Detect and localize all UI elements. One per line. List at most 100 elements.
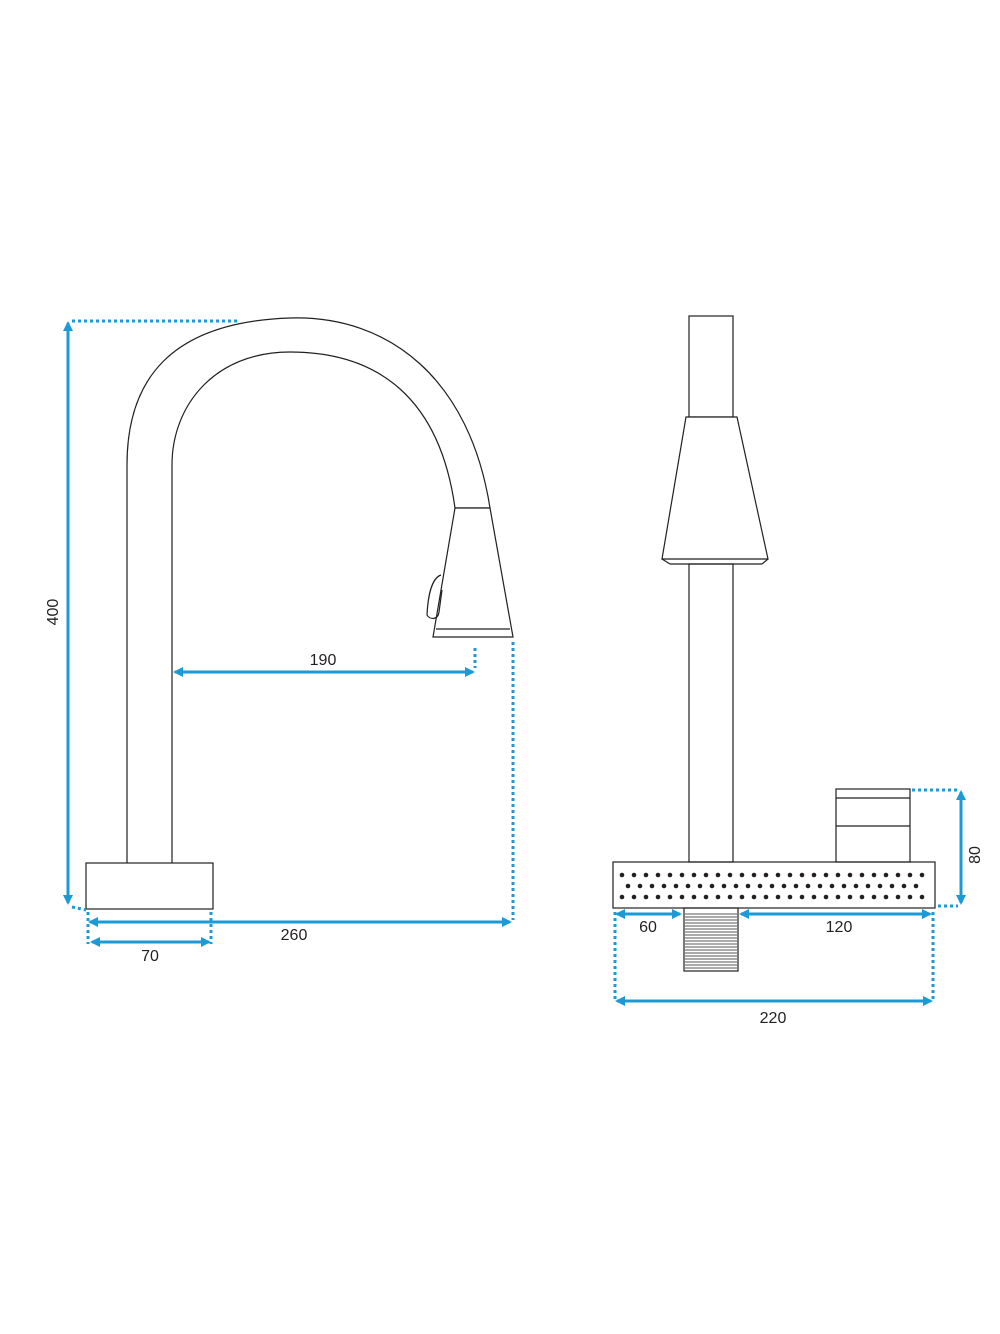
handle-height-label: 80 bbox=[967, 846, 984, 864]
plate-hole bbox=[697, 883, 703, 889]
plate-hole bbox=[667, 872, 673, 878]
plate-hole bbox=[907, 872, 913, 878]
spray-button bbox=[426, 574, 443, 619]
plate-hole bbox=[715, 872, 721, 878]
plate-hole bbox=[919, 872, 925, 878]
plate-hole bbox=[739, 894, 745, 900]
plate-hole bbox=[853, 883, 859, 889]
plate-hole bbox=[871, 894, 877, 900]
plate-hole bbox=[793, 883, 799, 889]
plate-hole bbox=[799, 872, 805, 878]
plate-hole bbox=[751, 872, 757, 878]
plate-hole bbox=[661, 883, 667, 889]
threaded-shank bbox=[683, 907, 739, 972]
plate-hole bbox=[727, 872, 733, 878]
plate-hole bbox=[715, 894, 721, 900]
plate-hole bbox=[823, 872, 829, 878]
plate-hole bbox=[895, 872, 901, 878]
plate-hole bbox=[757, 883, 763, 889]
plate-hole bbox=[883, 872, 889, 878]
plate-hole bbox=[703, 872, 709, 878]
plate-hole bbox=[835, 894, 841, 900]
plate-hole bbox=[805, 883, 811, 889]
plate-hole bbox=[829, 883, 835, 889]
plate-hole bbox=[841, 883, 847, 889]
shank-threads bbox=[685, 913, 737, 969]
gooseneck-spout bbox=[126, 317, 491, 863]
plate-hole bbox=[721, 883, 727, 889]
plate-hole bbox=[811, 872, 817, 878]
plate-hole bbox=[643, 894, 649, 900]
plate-hole bbox=[679, 872, 685, 878]
plate-hole bbox=[739, 872, 745, 878]
plate-hole bbox=[625, 883, 631, 889]
height-extension-bottom bbox=[71, 905, 87, 912]
plate-hole bbox=[847, 894, 853, 900]
plate-hole bbox=[703, 894, 709, 900]
plate-hole bbox=[727, 894, 733, 900]
plate-hole bbox=[655, 872, 661, 878]
cone-spray-head bbox=[661, 416, 769, 560]
plate-hole bbox=[763, 872, 769, 878]
plate-hole bbox=[859, 872, 865, 878]
plate-hole bbox=[871, 872, 877, 878]
plate-hole bbox=[769, 883, 775, 889]
plate-hole bbox=[631, 872, 637, 878]
plate-length-label: 220 bbox=[760, 1010, 787, 1027]
plate-hole bbox=[619, 872, 625, 878]
plate-hole bbox=[811, 894, 817, 900]
plate-hole bbox=[847, 872, 853, 878]
plate-hole bbox=[643, 872, 649, 878]
lower-column bbox=[688, 563, 734, 863]
spray-head bbox=[432, 507, 514, 638]
plate-hole bbox=[817, 883, 823, 889]
plate-hole bbox=[637, 883, 643, 889]
plate-hole bbox=[859, 894, 865, 900]
offset-right-label: 120 bbox=[826, 919, 853, 936]
plate-hole bbox=[787, 872, 793, 878]
plate-hole bbox=[907, 894, 913, 900]
reach-label: 190 bbox=[310, 652, 337, 669]
plate-hole bbox=[889, 883, 895, 889]
plate-hole bbox=[883, 894, 889, 900]
perforated-base-plate bbox=[612, 861, 936, 909]
plate-hole bbox=[733, 883, 739, 889]
plate-hole bbox=[751, 894, 757, 900]
plate-hole bbox=[799, 894, 805, 900]
height-label: 400 bbox=[45, 599, 62, 626]
plate-hole bbox=[823, 894, 829, 900]
plate-hole bbox=[913, 883, 919, 889]
cone-ring-left bbox=[661, 558, 671, 565]
cone-ring-right bbox=[761, 558, 769, 565]
plate-hole bbox=[679, 894, 685, 900]
plate-hole bbox=[781, 883, 787, 889]
plate-hole bbox=[901, 883, 907, 889]
plate-hole bbox=[865, 883, 871, 889]
plate-hole bbox=[709, 883, 715, 889]
front-view: 80 60 120 220 bbox=[612, 315, 984, 1027]
plate-hole bbox=[619, 894, 625, 900]
plate-hole bbox=[919, 894, 925, 900]
plate-hole bbox=[877, 883, 883, 889]
plate-hole bbox=[775, 894, 781, 900]
plate-hole bbox=[631, 894, 637, 900]
plate-hole bbox=[673, 883, 679, 889]
plate-hole bbox=[745, 883, 751, 889]
side-base-block bbox=[85, 862, 214, 910]
plate-hole bbox=[787, 894, 793, 900]
plate-hole bbox=[655, 894, 661, 900]
plate-hole bbox=[685, 883, 691, 889]
plate-hole bbox=[691, 872, 697, 878]
offset-left-label: 60 bbox=[639, 919, 657, 936]
length-label: 260 bbox=[281, 927, 308, 944]
side-view: 400 190 260 70 bbox=[45, 317, 515, 965]
plate-hole bbox=[895, 894, 901, 900]
plate-holes bbox=[619, 872, 925, 900]
plate-hole bbox=[649, 883, 655, 889]
upper-column bbox=[688, 315, 734, 418]
plate-hole bbox=[763, 894, 769, 900]
base-width-label: 70 bbox=[141, 948, 159, 965]
plate-hole bbox=[835, 872, 841, 878]
